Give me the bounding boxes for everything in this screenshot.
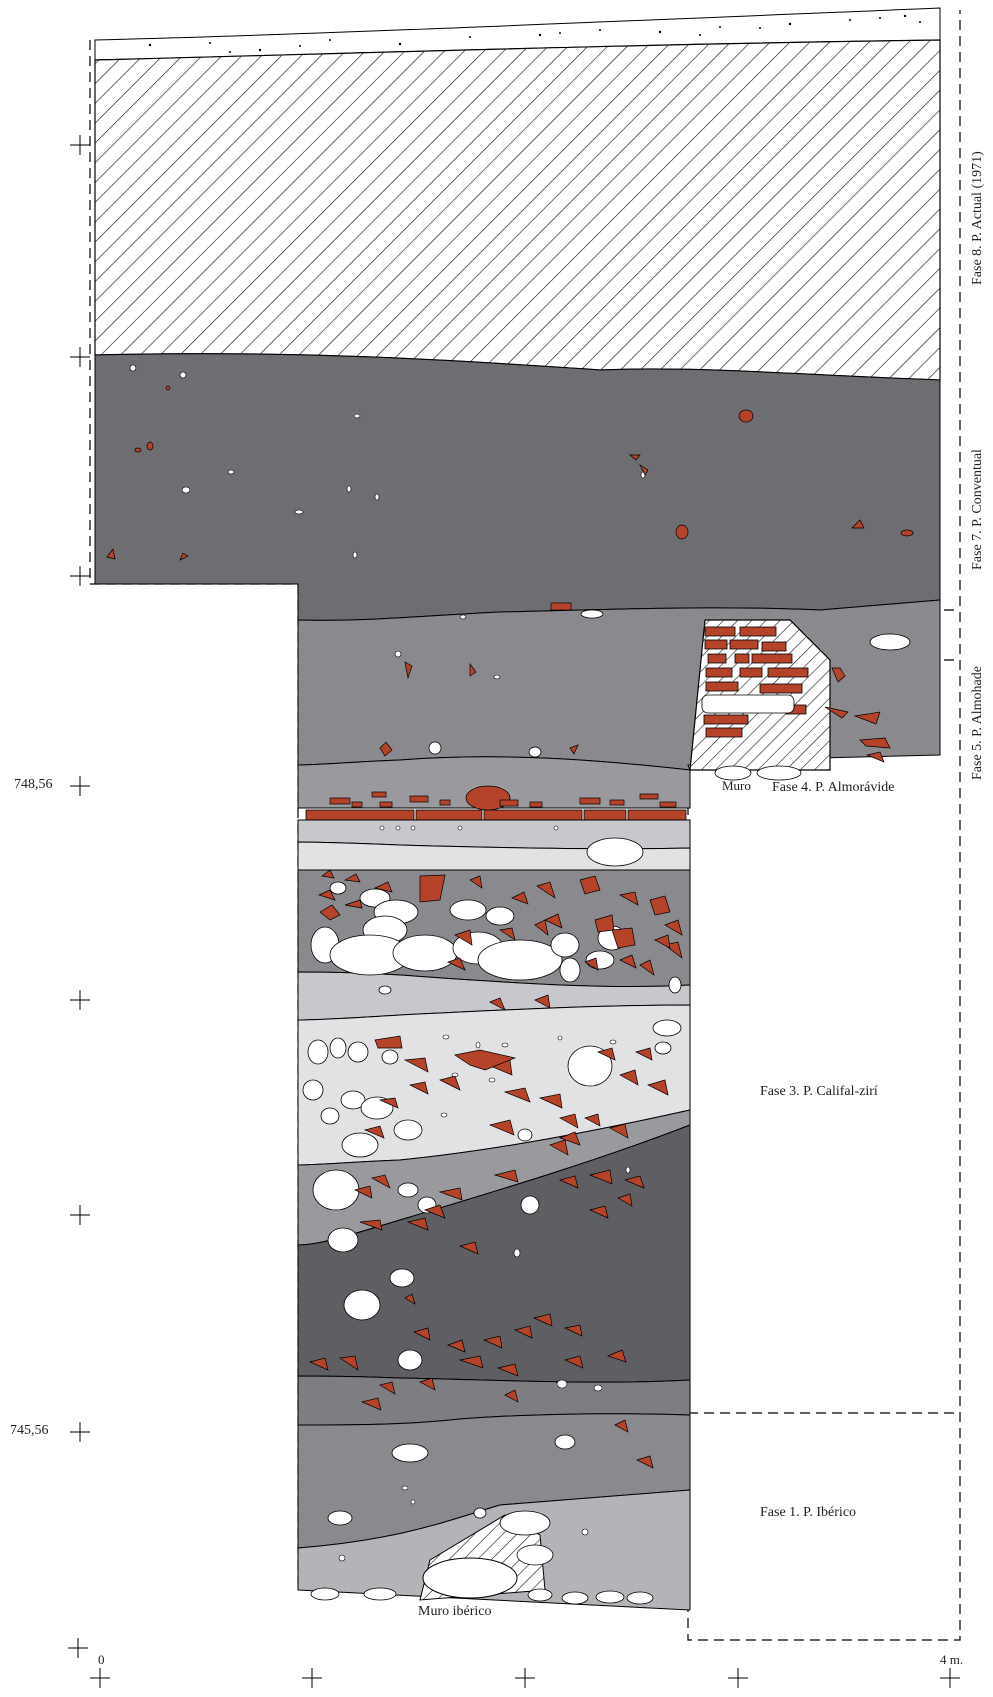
fase8-hatched-fill bbox=[94, 39, 941, 381]
label-fase8: Fase 8. P. Actual (1971) bbox=[970, 151, 985, 285]
label-fase7: Fase 7. P. Conventual bbox=[970, 449, 985, 570]
elevation-upper: 748,56 bbox=[14, 777, 53, 792]
label-fase4: Fase 4. P. Almorávide bbox=[772, 780, 895, 795]
muro-iberico-wall bbox=[310, 1510, 654, 1605]
ceramic-fragments bbox=[106, 385, 914, 1469]
label-fase1: Fase 1. P. Ibérico bbox=[760, 1505, 857, 1520]
label-fase5: Fase 5. P. Almohade bbox=[970, 666, 985, 780]
scale-start: 0 bbox=[98, 1652, 105, 1667]
label-muro-iberico: Muro ibérico bbox=[418, 1604, 492, 1619]
fase5-layer bbox=[297, 599, 941, 771]
scale-end: 4 m. bbox=[940, 1652, 964, 1667]
brick-row bbox=[305, 809, 687, 821]
label-fase3: Fase 3. P. Califal-zirí bbox=[760, 1084, 878, 1099]
pebbles bbox=[129, 364, 646, 1562]
muro-wall bbox=[689, 619, 831, 781]
elevation-lower: 745,56 bbox=[10, 1423, 49, 1438]
grid-markers bbox=[68, 135, 960, 1688]
fase7-layer bbox=[94, 353, 941, 621]
stones bbox=[302, 609, 911, 1526]
fase4-band bbox=[297, 756, 691, 809]
label-muro: Muro bbox=[722, 778, 751, 793]
